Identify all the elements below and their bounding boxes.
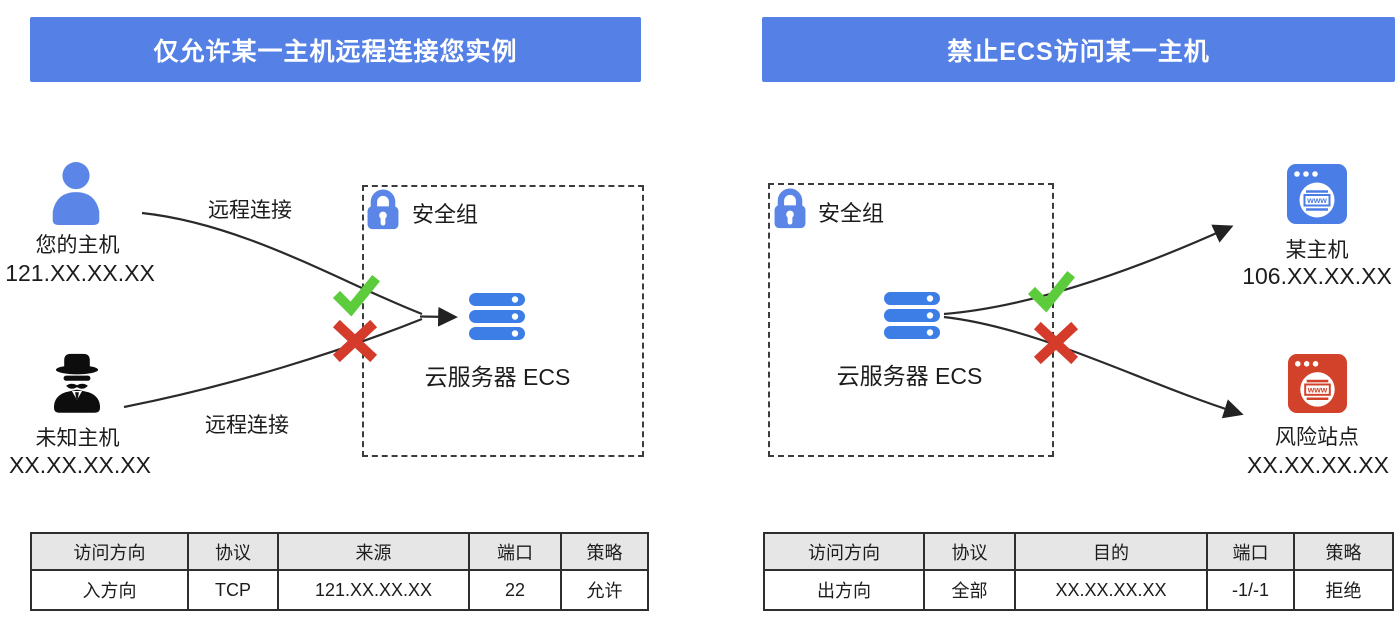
unknown-host-label: 未知主机 — [35, 427, 120, 450]
server-icon-right — [884, 292, 940, 340]
allowed-host-label: 某主机 — [1285, 239, 1349, 262]
your-host-ip: 121.XX.XX.XX — [5, 260, 155, 286]
cell-protocol: 全部 — [923, 569, 1016, 611]
server-icon-left — [469, 293, 525, 341]
browser-icon-allowed: www — [1285, 162, 1349, 226]
table-header-row: 访问方向 协议 来源 端口 策略 — [30, 532, 649, 571]
risky-site-label: 风险站点 — [1275, 426, 1359, 449]
rule-table-left: 访问方向 协议 来源 端口 策略 入方向 TCP 121.XX.XX.XX 22… — [30, 532, 649, 611]
www-label-risky: www — [1307, 385, 1328, 395]
header-direction: 访问方向 — [30, 532, 189, 571]
header-port: 端口 — [1206, 532, 1295, 571]
header-protocol: 协议 — [923, 532, 1016, 571]
unknown-host-ip: XX.XX.XX.XX — [9, 452, 151, 478]
right-panel-title-banner: 禁止ECS访问某一主机 — [762, 17, 1395, 82]
cell-port: 22 — [468, 569, 562, 611]
right-panel-title: 禁止ECS访问某一主机 — [947, 37, 1210, 66]
table-row: 入方向 TCP 121.XX.XX.XX 22 允许 — [30, 569, 649, 611]
cell-port: -1/-1 — [1206, 569, 1295, 611]
left-panel-title-banner: 仅允许某一主机远程连接您实例 — [30, 17, 641, 82]
browser-icon-risky: www — [1286, 352, 1349, 415]
header-source: 来源 — [277, 532, 470, 571]
lock-icon-left — [363, 188, 403, 232]
cell-protocol: TCP — [187, 569, 279, 611]
cell-source: 121.XX.XX.XX — [277, 569, 470, 611]
your-host-label: 您的主机 — [35, 234, 120, 257]
rule-table-right: 访问方向 协议 目的 端口 策略 出方向 全部 XX.XX.XX.XX -1/-… — [763, 532, 1394, 611]
spy-icon — [45, 350, 109, 414]
cell-destination: XX.XX.XX.XX — [1014, 569, 1208, 611]
cell-direction: 入方向 — [30, 569, 189, 611]
cell-direction: 出方向 — [763, 569, 925, 611]
remote-connect-label-top: 远程连接 — [208, 199, 292, 222]
allowed-host-ip: 106.XX.XX.XX — [1242, 263, 1392, 289]
cell-policy: 允许 — [560, 569, 649, 611]
header-policy: 策略 — [1293, 532, 1394, 571]
risky-site-ip: XX.XX.XX.XX — [1247, 452, 1389, 478]
table-row: 出方向 全部 XX.XX.XX.XX -1/-1 拒绝 — [763, 569, 1394, 611]
left-panel-title: 仅允许某一主机远程连接您实例 — [153, 37, 518, 66]
lock-icon-right — [770, 187, 810, 231]
header-direction: 访问方向 — [763, 532, 925, 571]
remote-connect-label-bottom: 远程连接 — [205, 414, 289, 437]
header-destination: 目的 — [1014, 532, 1208, 571]
security-group-label-left: 安全组 — [412, 202, 479, 227]
header-policy: 策略 — [560, 532, 649, 571]
header-port: 端口 — [468, 532, 562, 571]
table-header-row: 访问方向 协议 目的 端口 策略 — [763, 532, 1394, 571]
cell-policy: 拒绝 — [1293, 569, 1394, 611]
security-group-label-right: 安全组 — [818, 201, 885, 226]
person-icon — [45, 160, 107, 228]
server-label-right: 云服务器 ECS — [836, 363, 983, 389]
header-protocol: 协议 — [187, 532, 279, 571]
www-label-allowed: www — [1306, 195, 1327, 205]
server-label-left: 云服务器 ECS — [424, 364, 571, 390]
